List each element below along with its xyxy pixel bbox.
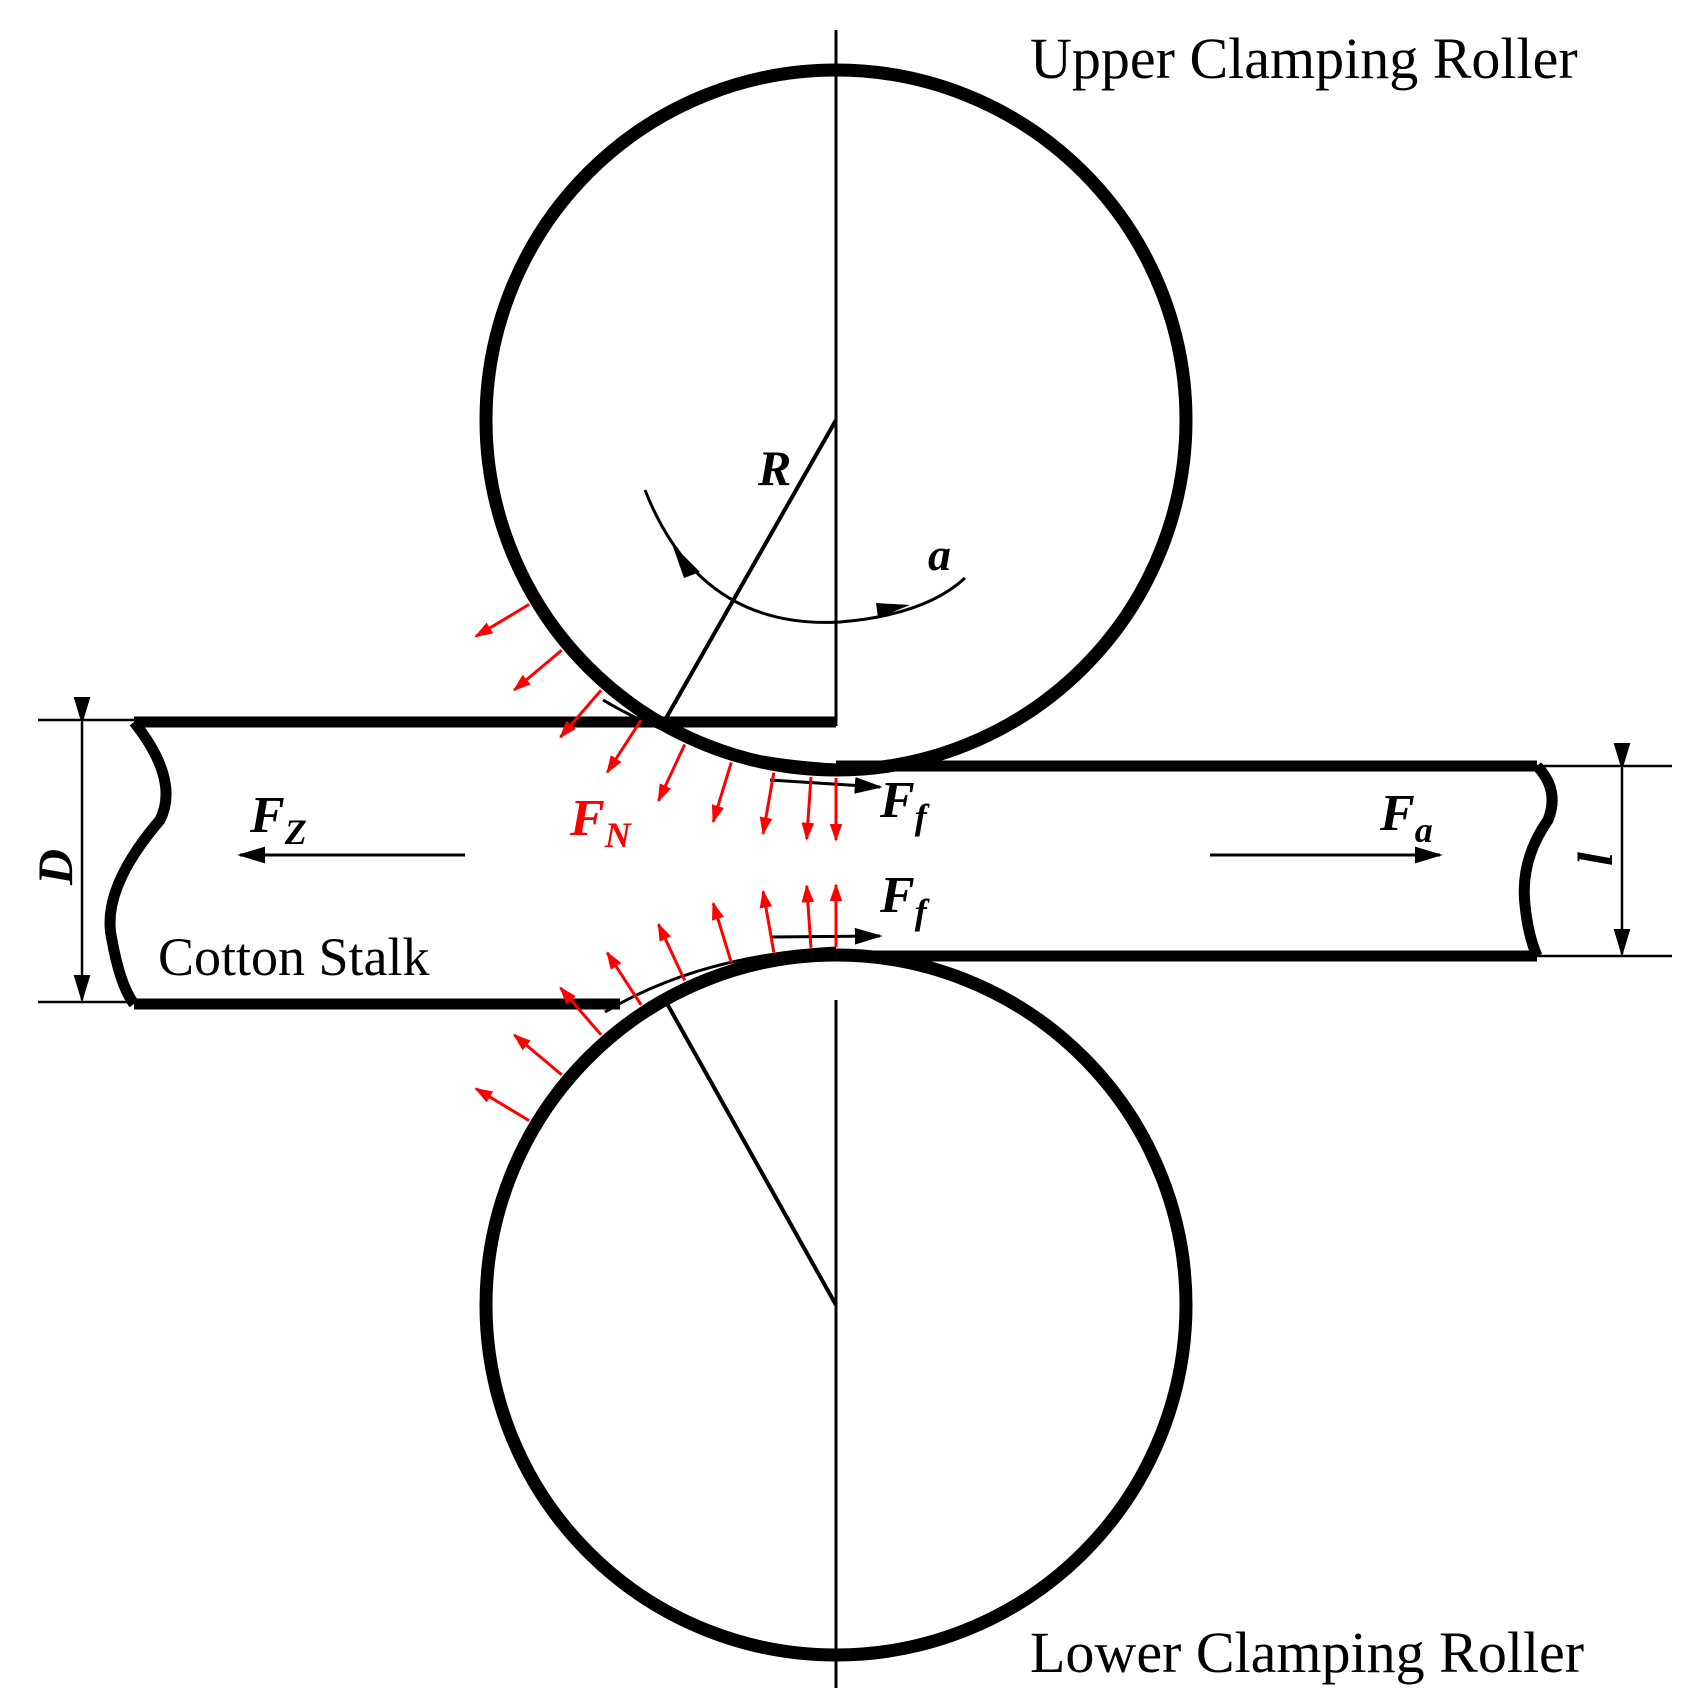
upper-roller-label: Upper Clamping Roller <box>1030 26 1578 91</box>
ff-lower-label: Ff <box>879 867 930 932</box>
contact-curve-upper <box>602 698 837 767</box>
contact-curve-lower <box>604 946 837 1014</box>
fn-arrow-upper-7 <box>801 776 815 841</box>
fn-arrow-lower-0 <box>474 1087 530 1122</box>
fn-arrow-upper-5 <box>711 761 733 824</box>
angle-label: a <box>928 529 951 580</box>
cotton-stalk-compressed <box>836 760 1558 962</box>
fn-arrow-upper-6 <box>759 772 776 836</box>
cotton-stalk-label: Cotton Stalk <box>158 927 430 987</box>
friction-arrow-lower <box>769 927 883 945</box>
fn-arrow-lower-3 <box>606 951 643 1006</box>
cotton-stalk-thick <box>104 716 836 1010</box>
fz-label: FZ <box>249 787 307 852</box>
fn-label: FN <box>569 790 633 855</box>
fn-arrow-lower-6 <box>759 889 776 953</box>
ff-upper-label: Ff <box>879 772 930 837</box>
fn-arrow-upper-3 <box>606 719 643 774</box>
fn-arrow-upper-1 <box>512 648 563 692</box>
rotation-arc-arrow-2 <box>876 603 910 618</box>
radius-label: R <box>757 440 791 496</box>
normal-force-arrows <box>474 603 843 1122</box>
dimension-l <box>1530 742 1672 958</box>
diameter-label: D <box>27 849 83 886</box>
fn-arrow-lower-2 <box>559 986 603 1036</box>
fa-label: Fa <box>1379 785 1433 850</box>
fn-arrow-upper-0 <box>474 603 530 638</box>
fn-arrow-lower-4 <box>657 922 687 982</box>
rotation-arc <box>643 489 967 624</box>
radius-line-upper <box>663 419 838 721</box>
fn-arrow-upper-4 <box>657 743 687 803</box>
fn-arrow-upper-2 <box>559 689 603 739</box>
rotation-arc-arrow-1 <box>672 544 700 578</box>
thickness-label: l <box>1567 852 1623 866</box>
friction-arrow-upper <box>769 777 883 794</box>
lower-roller-label: Lower Clamping Roller <box>1030 1620 1584 1685</box>
fn-arrow-lower-1 <box>512 1033 563 1077</box>
fn-arrow-lower-7 <box>801 884 815 949</box>
radius-line-lower <box>663 999 838 1306</box>
dimension-d <box>38 696 140 1004</box>
fn-arrow-lower-5 <box>711 901 733 964</box>
